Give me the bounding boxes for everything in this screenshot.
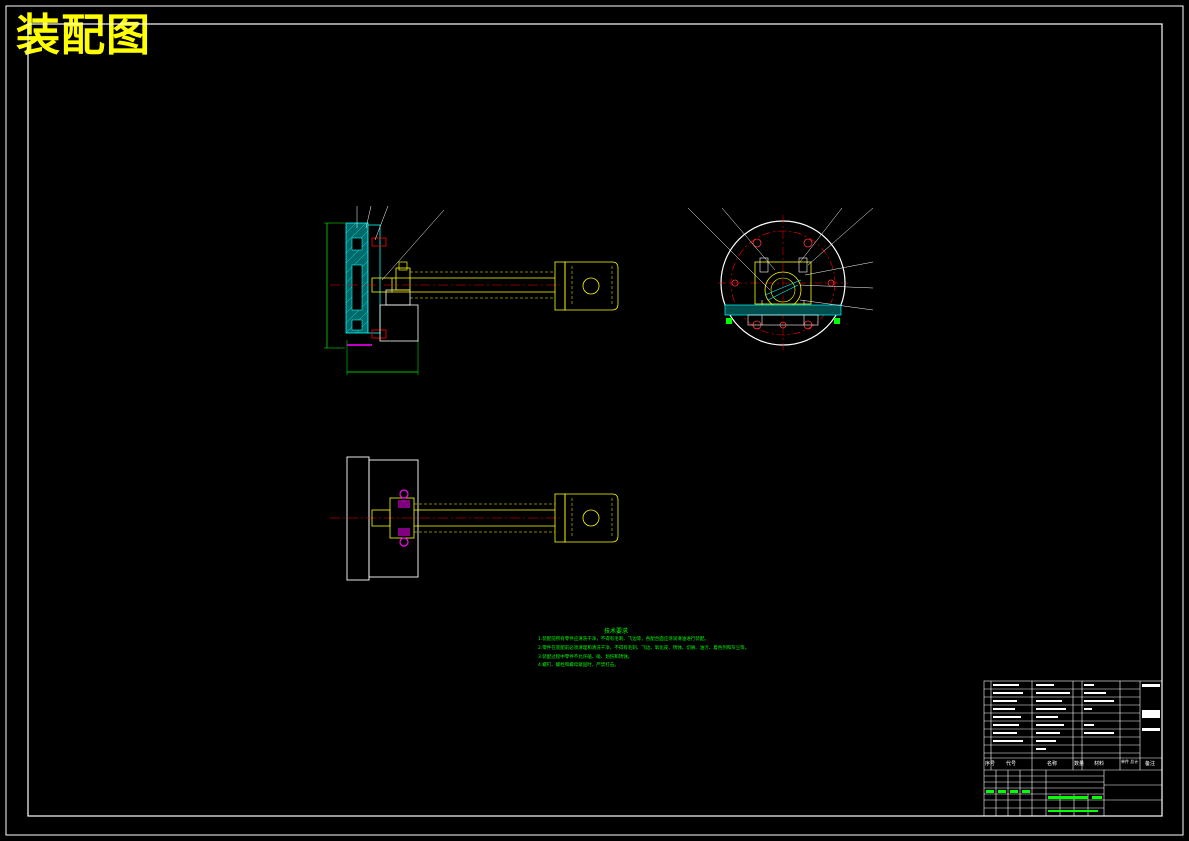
inner-border <box>27 23 1163 817</box>
top-view <box>330 456 619 581</box>
outer-border <box>5 5 1184 836</box>
bom-fine-text <box>993 684 1160 750</box>
tech-requirement-line: 3.装配过程中零件不允许磕、碰、划伤和锈蚀。 <box>538 655 633 660</box>
bom-header-remark: 备注 <box>1145 761 1156 767</box>
bom-header-code: 代号 <box>1006 761 1017 767</box>
bom-header-qty: 数量 <box>1074 761 1085 767</box>
front-section-view <box>324 205 619 375</box>
side-circular-view <box>687 207 874 350</box>
bom-header-name: 名称 <box>1047 761 1058 767</box>
drawing-title: 装配图 <box>16 10 151 61</box>
bom-header-material: 材料 <box>1094 761 1105 767</box>
tech-requirement-line: 4.螺钉、螺栓和螺母紧固时，严禁打击。 <box>538 663 619 668</box>
tech-requirement-line: 1.装配前所有零件应清洗干净，不得有毛刺、飞边等，各配合面应涂润滑油进行装配。 <box>538 637 709 642</box>
bom-header-seq: 序号 <box>985 761 996 767</box>
tech-requirement-line: 2.零件在装配前必须清理和清洗干净，不得有毛刺、飞边、氧化皮、锈蚀、切屑、油污、… <box>538 646 750 651</box>
bom-header-weight: 单件 总计 <box>1121 759 1139 764</box>
tech-requirements-title: 技术要求 <box>604 628 629 635</box>
title-block <box>983 680 1163 817</box>
